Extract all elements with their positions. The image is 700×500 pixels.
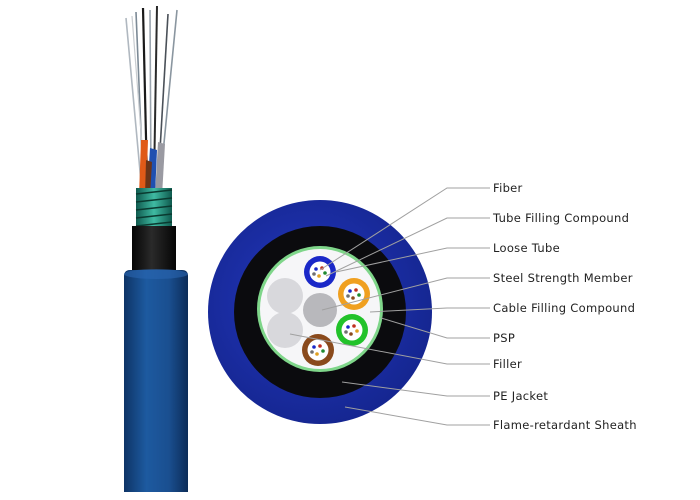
label-loose-tube: Loose Tube (493, 241, 560, 255)
steel-strength-member (303, 293, 337, 327)
label-steel-strength-member: Steel Strength Member (493, 271, 633, 285)
filler (267, 278, 303, 314)
loose-tube (336, 314, 368, 346)
label-pe-jacket: PE Jacket (493, 389, 549, 403)
loose-tube (304, 256, 336, 288)
leader-lines (289, 187, 490, 426)
label-fiber: Fiber (493, 181, 523, 195)
armor-ribs (135, 189, 173, 227)
cable-cross-section (208, 200, 432, 424)
label-tube-filling-compound: Tube Filling Compound (493, 211, 630, 225)
loose-tube (338, 278, 370, 310)
filler (267, 312, 303, 348)
exposed-tubes (139, 140, 165, 196)
label-filler: Filler (493, 357, 522, 371)
inner-jacket (132, 226, 176, 276)
cable-side-view (124, 5, 188, 492)
exposed-fibers (125, 5, 178, 185)
label-psp: PSP (493, 331, 516, 345)
label-cable-filling-compound: Cable Filling Compound (493, 301, 636, 315)
loose-tube (302, 334, 334, 366)
outer-sheath (124, 270, 188, 492)
label-flame-retardant-sheath: Flame-retardant Sheath (493, 418, 637, 432)
